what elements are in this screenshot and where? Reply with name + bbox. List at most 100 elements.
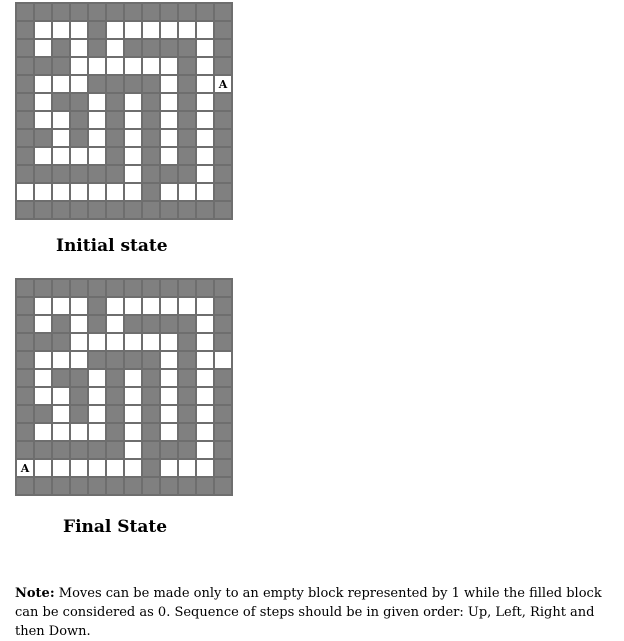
- filled-block: [142, 165, 160, 183]
- empty-block: [160, 333, 178, 351]
- empty-block: [70, 459, 88, 477]
- filled-block: [214, 201, 232, 219]
- empty-block: [34, 459, 52, 477]
- filled-block: [124, 315, 142, 333]
- filled-block: [214, 165, 232, 183]
- filled-block: [52, 477, 70, 495]
- filled-block: [124, 279, 142, 297]
- filled-block: [16, 351, 34, 369]
- filled-block: [34, 3, 52, 21]
- note-body: Moves can be made only to an empty block…: [15, 586, 602, 639]
- filled-block: [178, 3, 196, 21]
- empty-block: [106, 315, 124, 333]
- empty-block: [52, 21, 70, 39]
- empty-block: [70, 351, 88, 369]
- filled-block: [70, 201, 88, 219]
- empty-block: [196, 75, 214, 93]
- filled-block: [142, 183, 160, 201]
- filled-block: [214, 21, 232, 39]
- empty-block: [70, 183, 88, 201]
- filled-block: [160, 279, 178, 297]
- filled-block: [178, 165, 196, 183]
- empty-block: [70, 315, 88, 333]
- filled-block: [16, 3, 34, 21]
- empty-block: [196, 423, 214, 441]
- empty-block: [34, 423, 52, 441]
- empty-block: [88, 387, 106, 405]
- filled-block: [142, 201, 160, 219]
- filled-block: [70, 165, 88, 183]
- filled-block: [52, 201, 70, 219]
- filled-block: [106, 387, 124, 405]
- empty-block: [88, 147, 106, 165]
- filled-block: [160, 477, 178, 495]
- empty-block: [160, 297, 178, 315]
- initial-state-caption: Initial state: [56, 236, 168, 256]
- empty-block: [106, 297, 124, 315]
- empty-block: [160, 459, 178, 477]
- filled-block: [214, 333, 232, 351]
- filled-block: [214, 477, 232, 495]
- empty-block: [124, 423, 142, 441]
- empty-block: [160, 183, 178, 201]
- empty-block: [88, 459, 106, 477]
- empty-block: [124, 387, 142, 405]
- filled-block: [178, 93, 196, 111]
- filled-block: [142, 405, 160, 423]
- empty-block: [106, 183, 124, 201]
- filled-block: [124, 39, 142, 57]
- filled-block: [106, 369, 124, 387]
- empty-block: [196, 111, 214, 129]
- filled-block: [16, 477, 34, 495]
- filled-block: [142, 93, 160, 111]
- filled-block: [214, 183, 232, 201]
- empty-block: [34, 369, 52, 387]
- empty-block: [196, 165, 214, 183]
- filled-block: [160, 3, 178, 21]
- filled-block: [70, 111, 88, 129]
- filled-block: [16, 147, 34, 165]
- empty-block: [88, 57, 106, 75]
- empty-block: [124, 165, 142, 183]
- empty-block: [124, 297, 142, 315]
- filled-block: [106, 351, 124, 369]
- filled-block: [16, 201, 34, 219]
- empty-block: [88, 369, 106, 387]
- empty-block: [34, 39, 52, 57]
- filled-block: [196, 3, 214, 21]
- filled-block: [70, 93, 88, 111]
- filled-block: [160, 165, 178, 183]
- empty-block: [160, 423, 178, 441]
- filled-block: [106, 423, 124, 441]
- empty-block: [34, 387, 52, 405]
- filled-block: [16, 93, 34, 111]
- empty-block: [142, 333, 160, 351]
- filled-block: [34, 477, 52, 495]
- empty-block: [70, 297, 88, 315]
- filled-block: [106, 165, 124, 183]
- empty-block: [52, 351, 70, 369]
- empty-block: [70, 21, 88, 39]
- filled-block: [196, 477, 214, 495]
- filled-block: [16, 333, 34, 351]
- filled-block: [214, 405, 232, 423]
- filled-block: [70, 477, 88, 495]
- filled-block: [142, 441, 160, 459]
- filled-block: [88, 201, 106, 219]
- empty-block: [124, 405, 142, 423]
- empty-block: [196, 39, 214, 57]
- filled-block: [52, 333, 70, 351]
- filled-block: [214, 387, 232, 405]
- empty-block: [124, 183, 142, 201]
- filled-block: [214, 441, 232, 459]
- filled-block: [214, 147, 232, 165]
- filled-block: [124, 201, 142, 219]
- empty-block: [196, 333, 214, 351]
- filled-block: [16, 75, 34, 93]
- filled-block: [214, 459, 232, 477]
- agent-label: A: [20, 461, 30, 475]
- filled-block: [178, 111, 196, 129]
- filled-block: [34, 165, 52, 183]
- note-label: Note:: [15, 586, 55, 601]
- filled-block: [196, 201, 214, 219]
